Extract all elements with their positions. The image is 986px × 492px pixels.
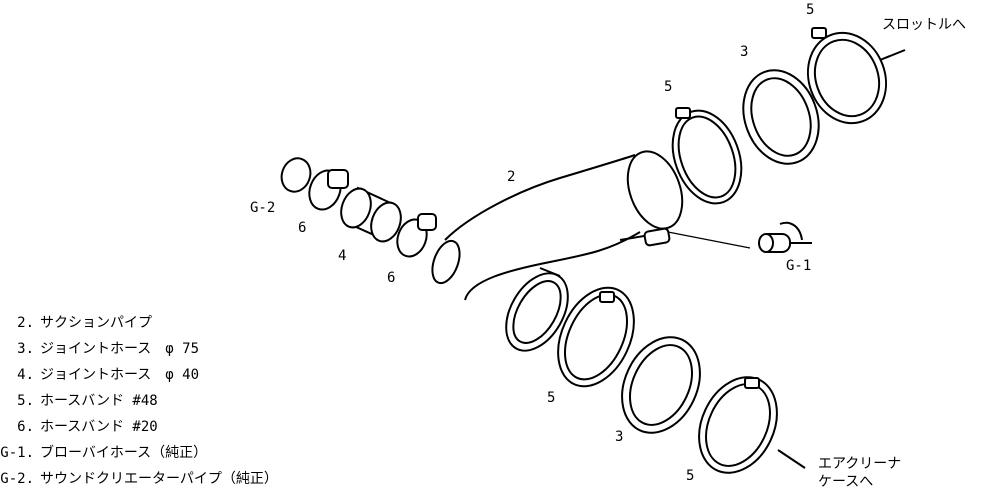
part-3-label: 3 — [740, 44, 749, 60]
legend-item: 2.サクションパイプ — [17, 315, 152, 331]
part-4-label: 4 — [338, 248, 347, 264]
blowby-hose-g1 — [758, 221, 812, 253]
parts-legend: 2.サクションパイプ 3.ジョイントホース φ 75 4.ジョイントホース φ … — [0, 310, 278, 492]
to-air-cleaner-label-line2: ケースへ — [818, 474, 874, 490]
g1-label: G-1 — [786, 258, 812, 274]
part-5-label: 5 — [806, 2, 815, 18]
legend-item: G-2.サウンドクリエーターパイプ（純正） — [0, 471, 278, 487]
hose-band-left-outer — [308, 169, 349, 211]
suction-pipe — [431, 150, 684, 352]
part-6-label: 6 — [387, 270, 396, 286]
joint-hose-small — [340, 186, 402, 243]
legend-item: 5.ホースバンド #48 — [17, 393, 158, 409]
part-5-label: 5 — [547, 390, 556, 406]
blowby-nipple — [643, 227, 751, 249]
part-6-label: 6 — [298, 220, 307, 236]
part-5-label: 5 — [664, 79, 673, 95]
sound-creator-pipe-g2 — [280, 157, 312, 193]
legend-item: G-1.ブローバイホース（純正） — [0, 445, 208, 461]
legend-item: 4.ジョイントホース φ 40 — [17, 367, 200, 383]
joint-hose-top — [742, 69, 820, 165]
part-2-label: 2 — [507, 169, 516, 185]
hose-band-left-inner — [396, 213, 437, 258]
hose-band-bottom-upper — [557, 286, 635, 388]
joint-hose-bottom — [621, 336, 701, 434]
g2-label: G-2 — [250, 200, 276, 216]
legend-item: 6.ホースバンド #20 — [17, 419, 158, 435]
legend-item: 3.ジョイントホース φ 75 — [17, 341, 200, 357]
hose-band-bottom-lower — [698, 376, 806, 474]
part-5-label: 5 — [686, 468, 695, 484]
hose-band-top-right — [806, 27, 906, 125]
hose-band-top-left — [671, 107, 743, 205]
to-throttle-label: スロットルへ — [882, 17, 966, 33]
part-3-label: 3 — [615, 429, 624, 445]
to-air-cleaner-label-line1: エアクリーナ — [818, 456, 902, 472]
